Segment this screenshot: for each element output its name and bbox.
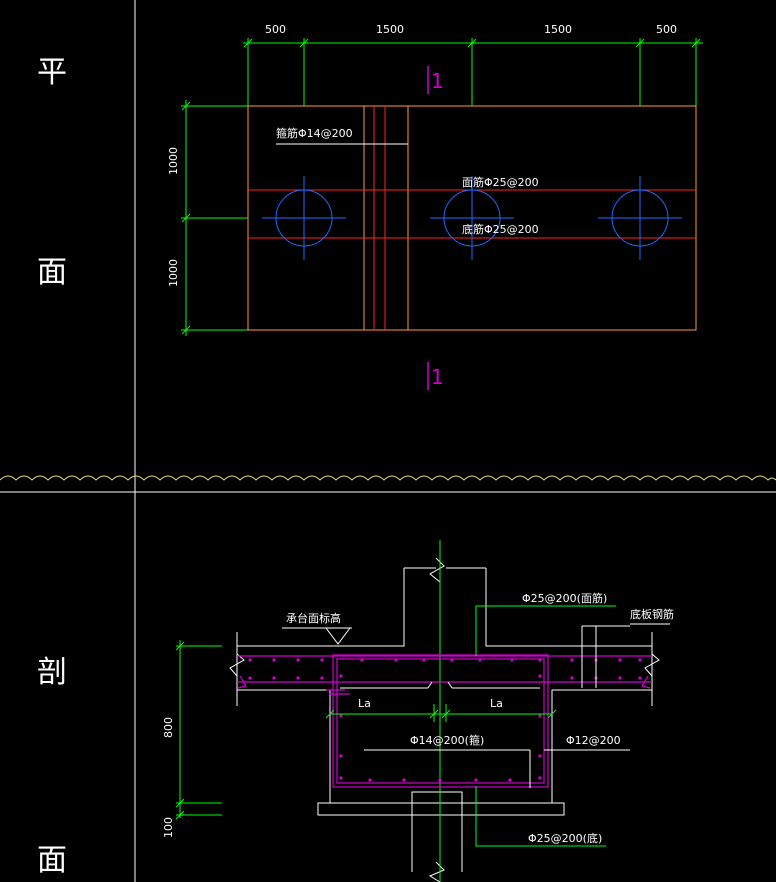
la-dims	[325, 704, 557, 722]
plan-dim-left-2: 1000	[167, 259, 180, 287]
la-right-label: La	[490, 697, 503, 710]
section-side-bar-label: Φ12@200	[566, 734, 621, 747]
plan-stirrup-label: 箍筋Φ14@200	[276, 126, 353, 140]
side-label-section-1: 剖	[37, 655, 67, 690]
la-anchors	[340, 681, 540, 689]
pile-cap-outline	[247, 105, 697, 331]
slab-bar-leader	[581, 623, 670, 688]
la-left-label: La	[358, 697, 371, 710]
side-label-plan-1: 平	[37, 55, 67, 90]
cap-rib	[363, 106, 409, 330]
plan-bottom-bar-label: 底筋Φ25@200	[462, 222, 539, 236]
plan-dim-top	[243, 38, 703, 106]
section-dim-100: 100	[162, 817, 175, 838]
section-bottom-bar-label: Φ25@200(底)	[528, 831, 602, 845]
plan-dim-left	[181, 100, 248, 336]
section-mark-bottom-label: 1	[431, 365, 444, 389]
plan-view: 500 1500 1500 500 1000 1000	[167, 23, 703, 390]
piles	[262, 176, 682, 260]
plan-dim-top-1: 500	[265, 23, 286, 36]
plan-dim-left-1: 1000	[167, 147, 180, 175]
section-view: La La 800 100 承台面标高 Φ25@200(面筋)	[162, 540, 674, 882]
plan-dim-top-3: 1500	[544, 23, 572, 36]
section-top-bar-label: Φ25@200(面筋)	[522, 591, 607, 605]
top-bar-leader	[475, 605, 616, 656]
plan-dim-top-2: 1500	[376, 23, 404, 36]
section-dim-left	[175, 640, 222, 820]
slab-bottom-bar-label: 底板钢筋	[630, 607, 674, 621]
section-mark-bottom: 1	[427, 362, 444, 390]
section-stirrup-label: Φ14@200(箍)	[410, 733, 484, 747]
cap-top-elev-label: 承台面标高	[286, 611, 341, 625]
side-label-section-2: 面	[37, 843, 67, 878]
side-label-plan-2: 面	[37, 255, 67, 290]
plan-dim-top-4: 500	[656, 23, 677, 36]
bottom-bar-leader	[475, 786, 606, 847]
rebars	[237, 654, 652, 788]
break-line	[0, 475, 776, 481]
section-dim-800: 800	[162, 717, 175, 738]
rebar-dots	[248, 658, 642, 782]
plan-top-bar-label: 面筋Φ25@200	[462, 175, 539, 189]
elevation-mark	[282, 627, 352, 645]
section-mark-top: 1	[427, 66, 444, 94]
section-mark-top-label: 1	[431, 69, 444, 93]
